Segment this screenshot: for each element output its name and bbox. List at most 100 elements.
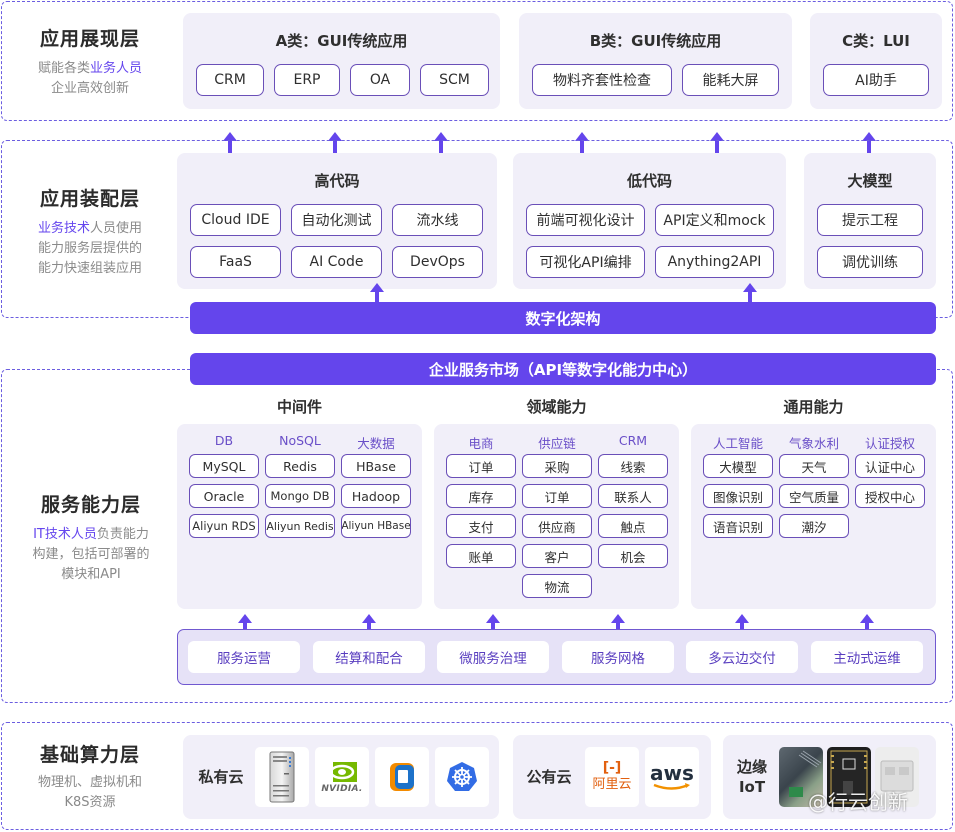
tool-chip-anything2api[interactable]: Anything2API <box>655 246 774 278</box>
chip-hbase[interactable]: HBase <box>341 454 411 478</box>
aliyun-text: 阿里云 <box>592 777 632 792</box>
section-title-general: 通用能力 <box>783 398 844 416</box>
tool-chip-ai-code[interactable]: AI Code <box>291 246 382 278</box>
app-chip-material-check[interactable]: 物料齐套性检查 <box>532 64 672 96</box>
panel-domain: 电商 供应链 CRM 订单 库存 支付 账单 采购 订单 供应商 客户 物流 线… <box>434 424 679 609</box>
desc-text: K8S资源 <box>64 795 116 810</box>
service-layer-label: 服务能力层 IT技术人员负责能力 构建，包括可部署的 模块和API <box>16 490 166 585</box>
chip-lead[interactable]: 线索 <box>598 454 668 478</box>
panel-edge-iot: 边缘 IoT <box>723 735 936 819</box>
chip-supply-order[interactable]: 订单 <box>522 484 592 508</box>
chip-procurement[interactable]: 采购 <box>522 454 592 478</box>
panel-high-code: 高代码 Cloud IDE 自动化测试 流水线 FaaS AI Code Dev… <box>177 153 497 289</box>
chip-speech-recognition[interactable]: 语音识别 <box>703 514 773 538</box>
aliyun-logo: [-] 阿里云 <box>585 747 639 807</box>
app-chip-erp[interactable]: ERP <box>274 64 340 96</box>
tool-chip-cloud-ide[interactable]: Cloud IDE <box>190 204 281 236</box>
layer-title: 应用装配层 <box>39 188 140 210</box>
panel-low-code: 低代码 前端可视化设计 API定义和mock 可视化API编排 Anything… <box>513 153 786 289</box>
private-cloud-label: 私有云 <box>198 768 244 786</box>
tool-chip-devops[interactable]: DevOps <box>392 246 483 278</box>
layer-desc: 物理机、虚拟机和 K8S资源 <box>20 773 160 813</box>
chip-aliyun-hbase[interactable]: Aliyun HBase <box>341 514 411 538</box>
layer-desc: 赋能各类业务人员 企业高效创新 <box>20 59 160 99</box>
chip-inventory[interactable]: 库存 <box>446 484 516 508</box>
app-chip-scm[interactable]: SCM <box>420 64 489 96</box>
app-chip-ai-assistant[interactable]: AI助手 <box>823 64 929 96</box>
nvidia-text: NVIDIA. <box>321 784 363 794</box>
layer-title: 应用展现层 <box>39 28 140 50</box>
chip-oracle[interactable]: Oracle <box>189 484 259 508</box>
arrow-up-icon <box>862 132 876 154</box>
chip-authorization-center[interactable]: 授权中心 <box>855 484 925 508</box>
panel-title: C类：LUI <box>842 32 910 50</box>
panel-gui-a: A类：GUI传统应用 CRM ERP OA SCM <box>183 13 500 109</box>
app-chip-crm[interactable]: CRM <box>196 64 264 96</box>
iot-board-photo <box>827 747 871 807</box>
gov-chip-service-mesh[interactable]: 服务网格 <box>562 641 674 673</box>
column-head: 供应链 <box>538 436 576 451</box>
chip-air-quality[interactable]: 空气质量 <box>779 484 849 508</box>
service-governance-frame: 服务运营 结算和配合 微服务治理 服务网格 多云边交付 主动式运维 <box>177 629 936 685</box>
chip-customer[interactable]: 客户 <box>522 544 592 568</box>
panel-public-cloud: 公有云 [-] 阿里云 aws <box>513 735 711 819</box>
tool-chip-frontend-design[interactable]: 前端可视化设计 <box>526 204 645 236</box>
chip-aliyun-rds[interactable]: Aliyun RDS <box>189 514 259 538</box>
arrow-up-icon <box>434 132 448 154</box>
nvidia-logo: NVIDIA. <box>315 747 369 807</box>
service-market-bar: 企业服务市场（API等数字化能力中心） <box>190 353 936 385</box>
gov-chip-proactive-ops[interactable]: 主动式运维 <box>811 641 923 673</box>
chip-logistics[interactable]: 物流 <box>522 574 592 598</box>
panel-lui-c: C类：LUI AI助手 <box>810 13 942 109</box>
app-chip-energy-screen[interactable]: 能耗大屏 <box>682 64 779 96</box>
column-head: DB <box>214 433 234 448</box>
app-chip-oa[interactable]: OA <box>350 64 410 96</box>
arrow-up-icon <box>370 283 384 305</box>
chip-hadoop[interactable]: Hadoop <box>341 484 411 508</box>
chip-contact[interactable]: 联系人 <box>598 484 668 508</box>
arrow-up-icon <box>743 283 757 305</box>
chip-aliyun-redis[interactable]: Aliyun Redis <box>265 514 335 538</box>
desc-text: 能力快速组装应用 <box>37 261 142 276</box>
server-icon <box>255 747 309 807</box>
chip-mongodb[interactable]: Mongo DB <box>265 484 335 508</box>
chip-image-recognition[interactable]: 图像识别 <box>703 484 773 508</box>
tool-chip-pipeline[interactable]: 流水线 <box>392 204 483 236</box>
desc-text: 物理机、虚拟机和 <box>37 775 142 790</box>
panel-title: B类：GUI传统应用 <box>589 32 722 50</box>
chip-llm[interactable]: 大模型 <box>703 454 773 478</box>
tool-chip-prompt-engineering[interactable]: 提示工程 <box>817 204 923 236</box>
panel-title: 大模型 <box>847 172 893 190</box>
arrow-up-icon <box>223 132 237 154</box>
iot-gateway-photo <box>779 747 823 807</box>
chip-touchpoint[interactable]: 触点 <box>598 514 668 538</box>
tool-chip-auto-test[interactable]: 自动化测试 <box>291 204 382 236</box>
chip-supplier[interactable]: 供应商 <box>522 514 592 538</box>
gov-chip-settlement[interactable]: 结算和配合 <box>313 641 425 673</box>
tool-chip-fine-tuning[interactable]: 调优训练 <box>817 246 923 278</box>
chip-auth-center[interactable]: 认证中心 <box>855 454 925 478</box>
aws-logo: aws <box>645 747 699 807</box>
chip-ecommerce-order[interactable]: 订单 <box>446 454 516 478</box>
chip-payment[interactable]: 支付 <box>446 514 516 538</box>
tool-chip-api-orchestration[interactable]: 可视化API编排 <box>526 246 645 278</box>
chip-mysql[interactable]: MySQL <box>189 454 259 478</box>
tool-chip-faas[interactable]: FaaS <box>190 246 281 278</box>
gov-chip-multicloud-delivery[interactable]: 多云边交付 <box>686 641 798 673</box>
chip-redis[interactable]: Redis <box>265 454 335 478</box>
layer-desc: 业务技术人员使用 能力服务层提供的 能力快速组装应用 <box>20 219 160 279</box>
edge-label-line2: IoT <box>738 778 766 796</box>
tool-chip-api-mock[interactable]: API定义和mock <box>655 204 774 236</box>
chip-bill[interactable]: 账单 <box>446 544 516 568</box>
chip-tide[interactable]: 潮汐 <box>779 514 849 538</box>
gov-chip-service-ops[interactable]: 服务运营 <box>188 641 300 673</box>
kubernetes-logo <box>435 747 489 807</box>
layer-title: 基础算力层 <box>39 744 140 766</box>
desc-highlight: 业务技术 <box>37 221 90 236</box>
infra-layer-label: 基础算力层 物理机、虚拟机和 K8S资源 <box>20 740 160 813</box>
chip-opportunity[interactable]: 机会 <box>598 544 668 568</box>
column-head: 认证授权 <box>864 436 915 451</box>
gov-chip-microservice-governance[interactable]: 微服务治理 <box>437 641 549 673</box>
chip-weather[interactable]: 天气 <box>779 454 849 478</box>
presentation-layer-label: 应用展现层 赋能各类业务人员 企业高效创新 <box>20 24 160 99</box>
